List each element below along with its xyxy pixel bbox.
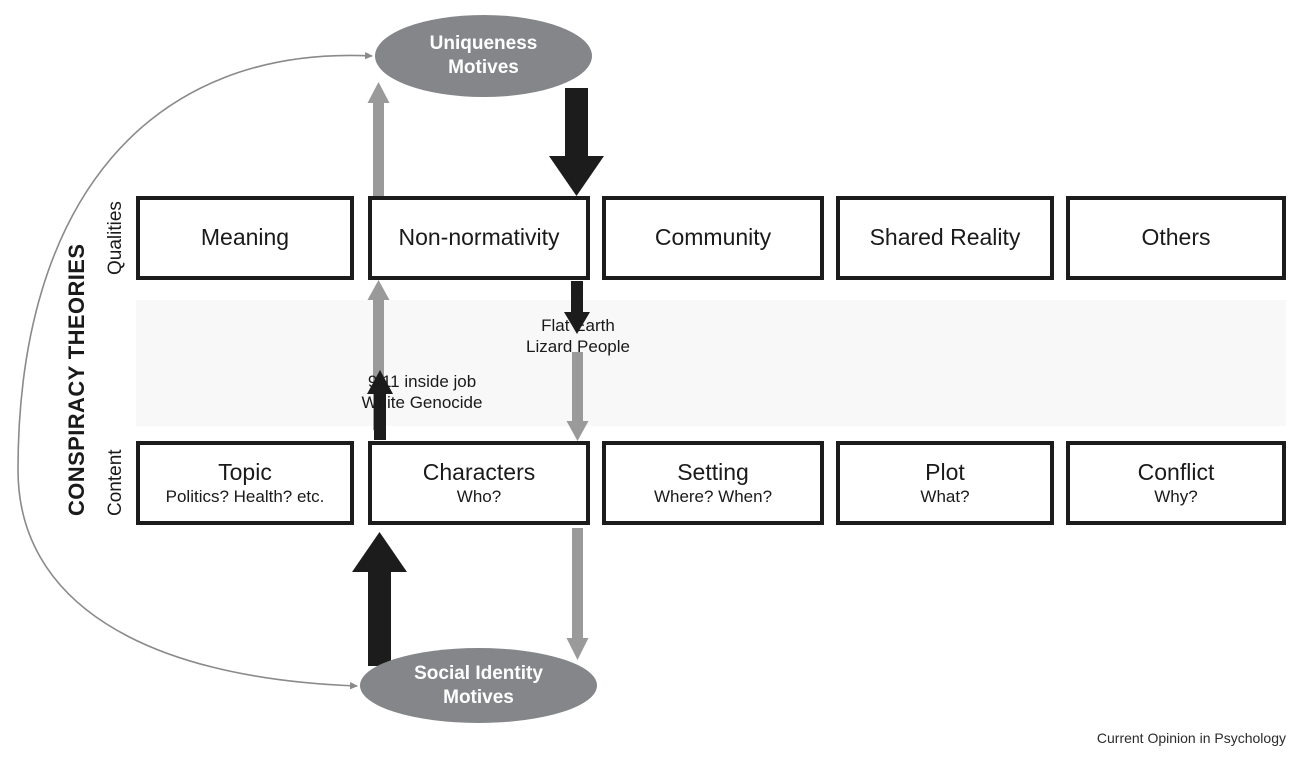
content-box-characters[interactable]: Characters Who? [368,441,590,525]
box-subtitle: Politics? Health? etc. [165,486,325,506]
row-label-qualities: Qualities [105,201,126,275]
curve-to-social-identity [17,469,358,690]
black-arrow-uniqueness-to-nonnormativity [549,88,604,196]
ellipse-uniqueness-motives[interactable]: Uniqueness Motives [375,15,592,97]
black-arrow-characters-up-examples [367,370,393,440]
middle-band [136,300,1286,426]
black-arrow-social-identity-to-characters [352,532,407,666]
axis-label-conspiracy-theories: CONSPIRACY THEORIES [64,243,89,517]
box-subtitle: Where? When? [653,486,773,506]
content-box-setting[interactable]: Setting Where? When? [602,441,824,525]
box-title: Others [1141,224,1211,251]
qualities-box-others[interactable]: Others [1066,196,1286,280]
content-box-conflict[interactable]: Conflict Why? [1066,441,1286,525]
box-title: Plot [925,458,965,485]
ellipse-label-line2: Motives [448,57,519,78]
box-subtitle: Why? [1154,486,1198,506]
content-box-plot[interactable]: Plot What? [836,441,1054,525]
ellipse-label-line1: Uniqueness [429,33,538,55]
box-title: Non-normativity [398,224,560,251]
content-box-topic[interactable]: Topic Politics? Health? etc. [136,441,354,525]
box-subtitle: What? [920,486,970,506]
annotation-left-examples: 9/11 inside job White Genocide [349,372,495,413]
box-title: Characters [422,458,536,485]
box-title: Setting [677,458,749,485]
qualities-box-community[interactable]: Community [602,196,824,280]
journal-caption: Current Opinion in Psychology [1096,730,1286,746]
annotation-line1: 9/11 inside job [367,372,477,391]
box-title: Community [654,224,772,251]
qualities-box-non-normativity[interactable]: Non-normativity [368,196,590,280]
box-title: Shared Reality [869,224,1021,251]
ellipse-social-identity-motives[interactable]: Social Identity Motives [360,648,597,723]
annotation-line1: Flat Earth [541,316,615,335]
gray-arrow-characters-to-social-identity [566,528,589,660]
annotation-line2: Lizard People [526,336,630,356]
qualities-box-meaning[interactable]: Meaning [136,196,354,280]
gray-arrow-examples-to-characters [566,352,589,441]
box-title: Topic [218,458,272,485]
black-arrow-nonnormativity-down-examples [564,281,590,334]
annotation-right-examples: Flat Earth Lizard People [514,316,642,357]
gray-arrow-nonnormativity-to-uniqueness [367,82,390,196]
gray-arrow-characters-to-nonnormativity [367,280,390,430]
box-title: Meaning [200,224,290,251]
ellipse-label-line2: Motives [443,686,514,708]
annotation-line2: White Genocide [361,392,483,412]
curve-to-uniqueness [17,51,373,471]
box-title: Conflict [1137,458,1215,485]
qualities-box-shared-reality[interactable]: Shared Reality [836,196,1054,280]
box-subtitle: Who? [456,486,502,506]
row-label-content: Content [105,449,126,517]
ellipse-label-line1: Social Identity [414,662,543,684]
